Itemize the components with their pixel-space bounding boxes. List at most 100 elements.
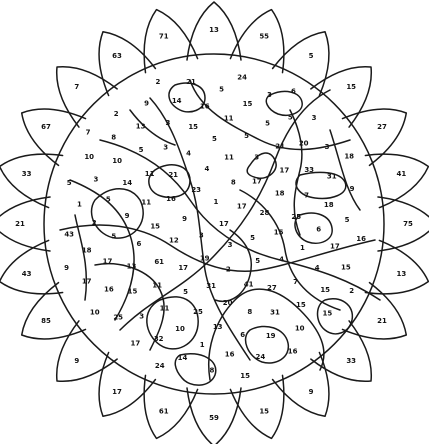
region-number: 9 bbox=[64, 264, 69, 272]
region-number: 10 bbox=[90, 309, 100, 317]
petal-number: 9 bbox=[74, 357, 79, 365]
region-number: 6 bbox=[316, 225, 321, 233]
region-number: 13 bbox=[213, 323, 223, 331]
region-number: 15 bbox=[323, 310, 333, 318]
region-number: 5 bbox=[345, 216, 350, 224]
region-number: 43 bbox=[64, 231, 74, 239]
region-number: 14 bbox=[122, 179, 132, 187]
region-number: 5 bbox=[244, 132, 249, 140]
petal bbox=[273, 32, 329, 96]
region-number: 1 bbox=[200, 341, 205, 349]
petal-number: 71 bbox=[159, 33, 169, 41]
region-number: 21 bbox=[186, 78, 196, 86]
region-number: 61 bbox=[154, 258, 164, 266]
region-number: 21 bbox=[275, 142, 285, 150]
region-number: 1 bbox=[213, 198, 218, 206]
petal bbox=[99, 353, 155, 417]
region-number: 31 bbox=[327, 173, 337, 181]
petal-number: 7 bbox=[74, 83, 79, 91]
region-number: 4 bbox=[315, 264, 320, 272]
region-number: 7 bbox=[293, 278, 298, 286]
region-number: 13 bbox=[127, 262, 137, 270]
region-number: 5 bbox=[106, 196, 111, 204]
petal-number: 85 bbox=[41, 317, 51, 325]
region-number: 2 bbox=[226, 266, 231, 274]
region-number: 6 bbox=[136, 240, 141, 248]
petal-number: 55 bbox=[259, 33, 269, 41]
region-number: 17 bbox=[178, 264, 188, 272]
region-number: 17 bbox=[330, 243, 340, 251]
region-number: 9 bbox=[125, 212, 130, 220]
region-number: 5 bbox=[183, 288, 188, 296]
region-number: 2 bbox=[114, 110, 119, 118]
region-number: 15 bbox=[240, 372, 250, 380]
region-number: 33 bbox=[304, 166, 314, 174]
region-number: 25 bbox=[193, 308, 203, 316]
region-number: 3 bbox=[228, 241, 233, 249]
region-number: 11 bbox=[152, 282, 162, 290]
petal-number: 33 bbox=[346, 357, 356, 365]
region-number: 25 bbox=[113, 314, 123, 322]
region-number: 11 bbox=[224, 154, 234, 162]
petal bbox=[311, 67, 371, 127]
region-number: 18 bbox=[82, 247, 92, 255]
petal-number: 5 bbox=[309, 52, 314, 60]
region-number: 6 bbox=[240, 331, 245, 339]
region-line bbox=[120, 90, 330, 330]
region-number: 13 bbox=[136, 122, 146, 130]
region-number: 23 bbox=[191, 186, 201, 194]
petal-number: 43 bbox=[22, 270, 32, 278]
region-number: 5 bbox=[212, 135, 217, 143]
region-number: 15 bbox=[274, 229, 284, 237]
region-number: 20 bbox=[223, 299, 233, 307]
petal-number: 33 bbox=[22, 170, 32, 178]
petal-number: 9 bbox=[309, 388, 314, 396]
petal-number: 67 bbox=[41, 123, 51, 131]
region-number: 5 bbox=[111, 233, 116, 241]
region-number: 5 bbox=[255, 257, 260, 265]
region-number: 3 bbox=[312, 114, 317, 122]
region-number: 10 bbox=[175, 325, 185, 333]
region-number: 21 bbox=[168, 171, 178, 179]
region-line bbox=[75, 215, 86, 300]
region-number: 11 bbox=[145, 170, 155, 178]
petal-number: 17 bbox=[112, 388, 122, 396]
region-number: 15 bbox=[296, 301, 306, 309]
region-number: 3 bbox=[325, 143, 330, 151]
region-number: 10 bbox=[295, 325, 305, 333]
region-number: 15 bbox=[341, 264, 351, 272]
petal-number: 27 bbox=[377, 123, 387, 131]
region-number: 5 bbox=[265, 120, 270, 128]
region-number: 4 bbox=[186, 149, 191, 157]
petal-number: 59 bbox=[209, 414, 219, 422]
region-number: 32 bbox=[154, 335, 164, 343]
petal-number: 61 bbox=[159, 407, 169, 415]
region-number: 4 bbox=[204, 165, 209, 173]
region-number: 4 bbox=[279, 256, 284, 264]
petal-number: 75 bbox=[403, 220, 413, 228]
region-number: 16 bbox=[356, 235, 366, 243]
region-number: 17 bbox=[237, 202, 247, 210]
region-number: 17 bbox=[103, 258, 113, 266]
region-line bbox=[92, 189, 144, 238]
region-number: 10 bbox=[84, 153, 94, 161]
region-number: 16 bbox=[200, 102, 210, 110]
petal bbox=[22, 109, 86, 165]
region-number: 5 bbox=[67, 179, 72, 187]
region-number: 17 bbox=[131, 340, 141, 348]
petal-number: 63 bbox=[112, 52, 122, 60]
region-number: 11 bbox=[160, 305, 170, 313]
region-number: 7 bbox=[304, 191, 309, 199]
region-number: 9 bbox=[144, 99, 149, 107]
region-number: 12 bbox=[169, 237, 179, 245]
region-number: 3 bbox=[267, 91, 272, 99]
region-number: 8 bbox=[231, 179, 236, 187]
region-number: 11 bbox=[224, 114, 234, 122]
region-number: 17 bbox=[252, 177, 262, 185]
region-number: 14 bbox=[178, 354, 188, 362]
region-number: 1 bbox=[77, 201, 82, 209]
region-number: 16 bbox=[225, 351, 235, 359]
region-number: 5 bbox=[250, 234, 255, 242]
region-line bbox=[150, 98, 250, 360]
